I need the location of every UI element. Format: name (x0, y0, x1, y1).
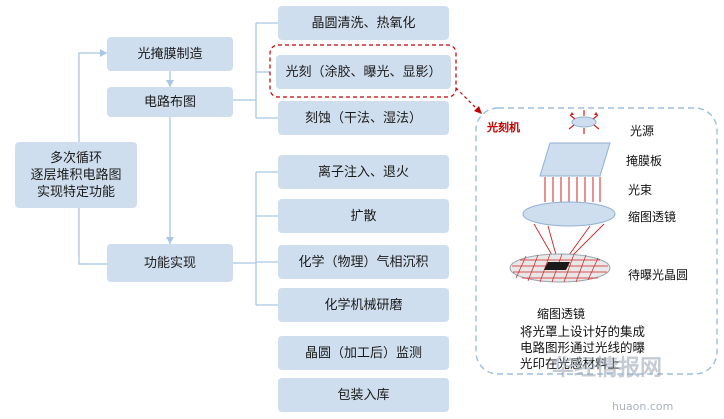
step-lithography: 光刻（涂胶、曝光、显影） (276, 55, 451, 89)
step-packaging: 包装入库 (278, 378, 449, 412)
lithography-description: 将光罩上设计好的集成 电路图形通过光线的曝 光印在光感材料上 (520, 324, 645, 372)
mask-making-box: 光掩膜制造 (107, 37, 233, 71)
light-beam-label: 光束 (628, 183, 653, 197)
loop-line-1: 多次循环 (49, 150, 102, 166)
reduction-lens-bottom-label: 缩图透镜 (537, 307, 586, 321)
step-cmp: 化学机械研磨 (278, 288, 449, 322)
description-line-3: 光印在光感材料上 (520, 356, 621, 371)
light-source-label: 光源 (630, 124, 655, 138)
reduction-lens-icon (522, 201, 616, 227)
step-diffusion: 扩散 (278, 199, 449, 233)
wafer-label: 待曝光晶圆 (628, 268, 689, 282)
lithography-highlight (269, 44, 457, 98)
loop-line-2: 逐层堆积电路图 (30, 167, 122, 183)
wafer-icon (509, 253, 611, 283)
light-source-icon (568, 110, 600, 134)
reduction-lens-label: 缩图透镜 (628, 210, 677, 224)
watermark-url: huaon.com (612, 400, 674, 413)
mask-plate-icon (539, 142, 611, 177)
loop-line-3: 实现特定功能 (36, 184, 115, 200)
lithography-machine-title: 光刻机 (487, 121, 520, 134)
step-etching: 刻蚀（干法、湿法） (278, 101, 449, 135)
description-line-1: 将光罩上设计好的集成 (520, 324, 646, 339)
circuit-layout-box: 电路布图 (107, 87, 233, 117)
mask-plate-label: 掩膜板 (626, 154, 663, 168)
step-vapor-deposition: 化学（物理）气相沉积 (278, 245, 449, 279)
watermark-logo-text: 华经情报网 (552, 356, 663, 381)
step-ion-implantation: 离子注入、退火 (278, 155, 449, 189)
description-line-2: 电路图形通过光线的曝 (520, 340, 646, 355)
step-wafer-inspection: 晶圆（加工后）监测 (278, 336, 449, 370)
lithography-detail-panel (475, 107, 718, 375)
light-beam-lines (544, 177, 601, 202)
function-realization-box: 功能实现 (107, 244, 233, 282)
loop-note-box: 多次循环 逐层堆积电路图 实现特定功能 (15, 142, 137, 208)
step-wafer-cleaning: 晶圆清洗、热氧化 (278, 6, 449, 40)
